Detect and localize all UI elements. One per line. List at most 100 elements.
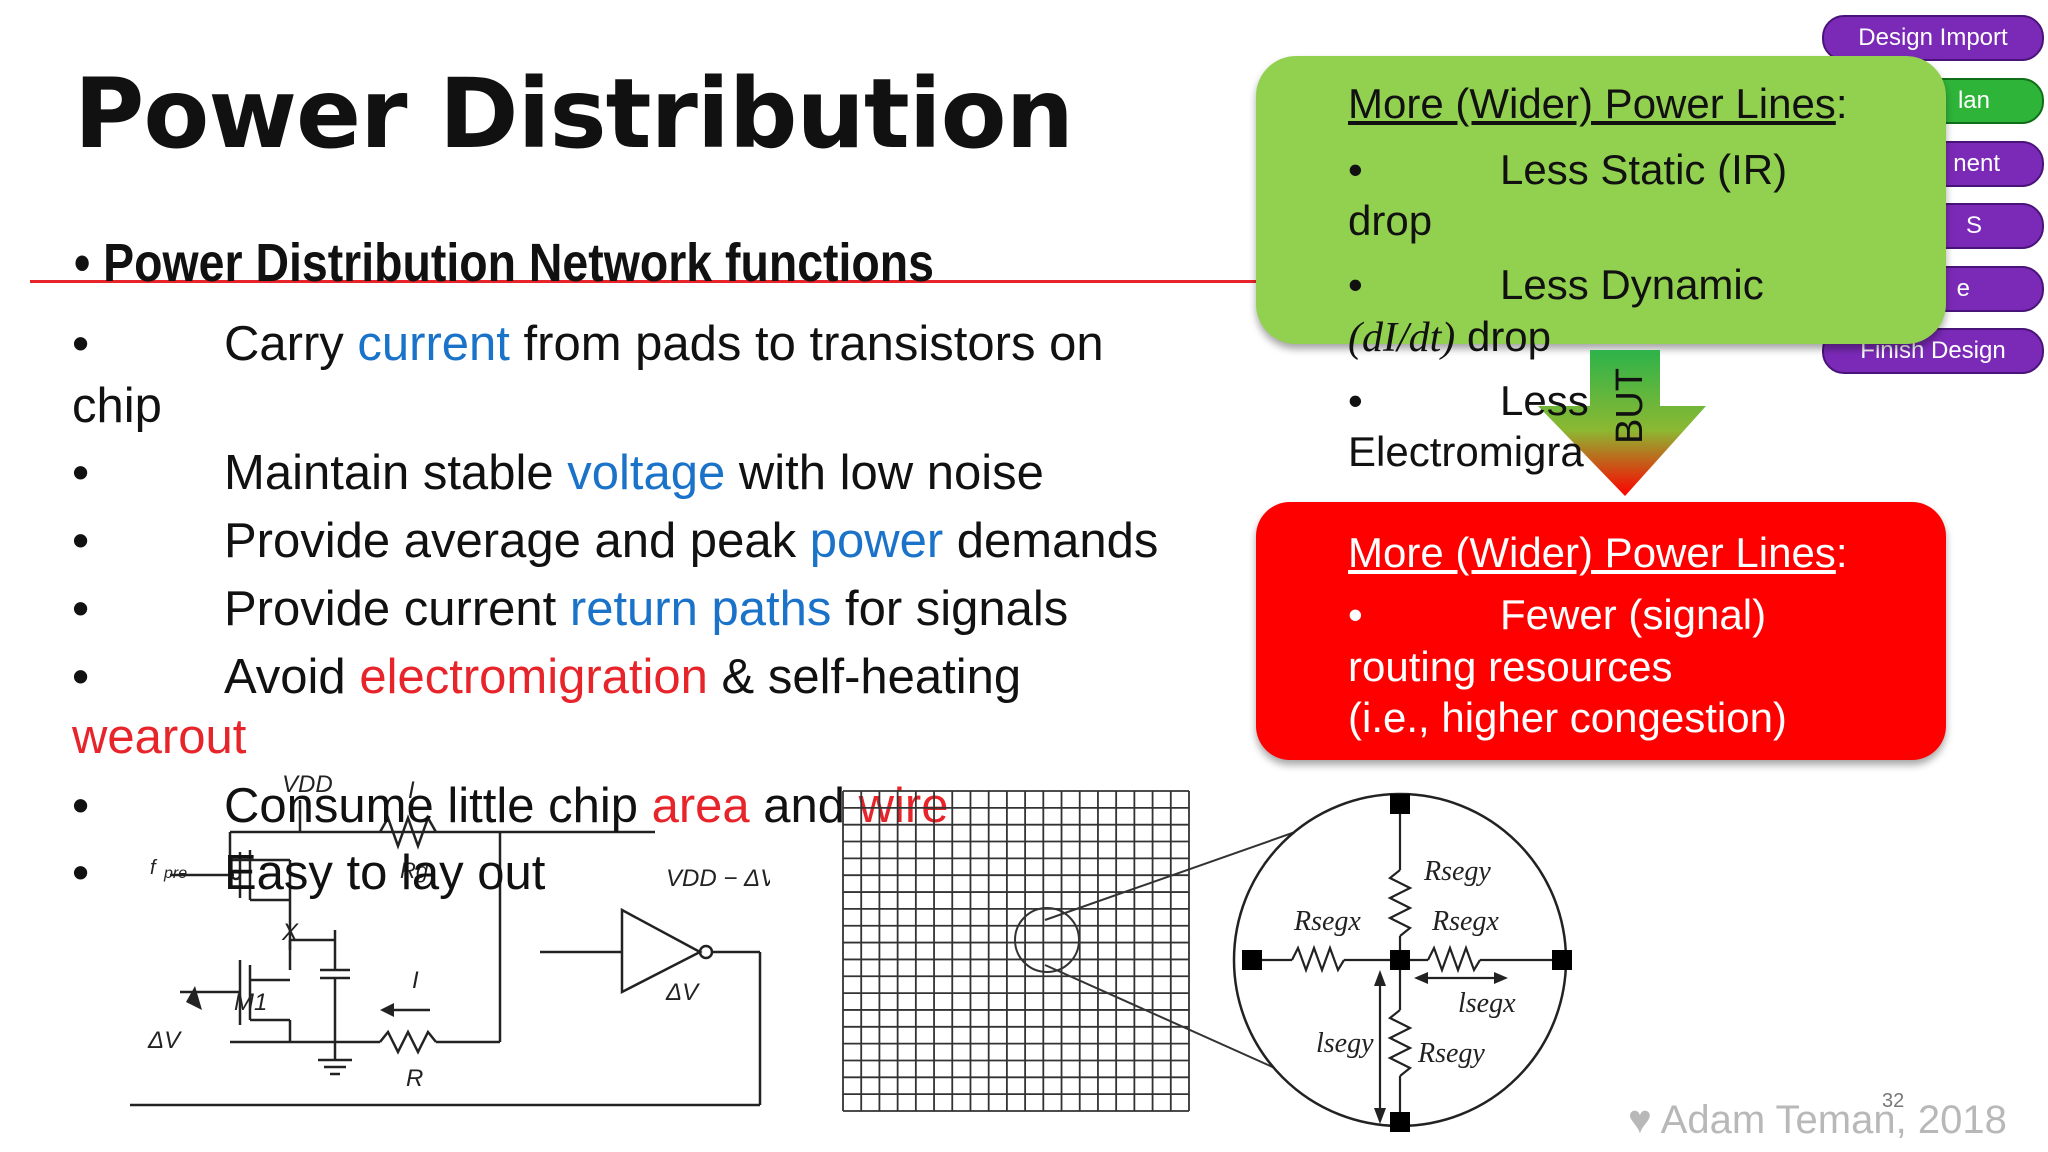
label-f: f xyxy=(150,857,158,879)
label-delta-v-left: ΔV xyxy=(147,1027,182,1054)
cons-item-text: Fewer (signal) xyxy=(1500,591,1767,638)
bullet-stable-voltage: • Maintain stable voltage with low noise xyxy=(72,443,1212,503)
cons-item-routing: • Fewer (signal) xyxy=(1348,589,1766,640)
label-vdd: VDD xyxy=(282,771,333,798)
bullet-text: and xyxy=(749,779,859,833)
bullet-dot: • xyxy=(72,650,90,704)
highlight-electromigration: electromigration xyxy=(359,650,708,704)
bullet-dot: • xyxy=(72,514,90,568)
pros-item-dynamic: • Less Dynamic xyxy=(1348,259,1764,310)
nav-label: e xyxy=(1956,275,1970,302)
arrow-icon xyxy=(1414,972,1428,984)
bullet-dot: • xyxy=(72,846,90,900)
pros-item-em: • Less xyxy=(1348,375,1589,426)
bullet-text: Consume little chip xyxy=(224,779,652,833)
pros-item-em-cont: Electromigra xyxy=(1348,428,1584,475)
footer-author: ♥ Adam Teman, 2018 xyxy=(1628,1098,2007,1142)
highlight-return-paths: return paths xyxy=(569,582,832,636)
zoom-region-circle xyxy=(1014,907,1080,973)
pros-item-static-cont: drop xyxy=(1348,197,1433,244)
highlight-area: area xyxy=(651,779,750,833)
bullet-text: from pads to transistors on xyxy=(509,317,1104,371)
label-i-top: I xyxy=(408,777,415,804)
circuit-schematic: VDD I Rg f pre X M1 ΔV I R VDD − ΔV ΔV xyxy=(130,771,770,1107)
bullet-text: & self-heating xyxy=(707,650,1022,704)
pros-item-text: drop xyxy=(1455,313,1552,360)
label-i-mid: I xyxy=(412,967,419,994)
svg-text:VDD: VDD xyxy=(282,771,333,798)
label-rsegx-right: Rsegx xyxy=(1431,906,1499,937)
highlight-current: current xyxy=(357,317,510,371)
bullet-text: Provide current xyxy=(224,582,570,636)
bullet-electromigration: • Avoid electromigration & self-heating xyxy=(72,647,1212,707)
bullet-text: Avoid xyxy=(224,650,360,704)
pros-box xyxy=(1256,56,1946,344)
label-m1: M1 xyxy=(234,989,267,1016)
title-divider xyxy=(30,280,1260,283)
pros-item-dynamic-cont: (dI/dt) drop xyxy=(1348,311,1551,364)
label-vdd-minus-delta-v: VDD − ΔV xyxy=(666,865,770,892)
bullet-dot: • xyxy=(72,446,90,500)
subheading-text: Power Distribution Network functions xyxy=(103,233,934,293)
highlight-voltage: voltage xyxy=(567,446,726,500)
bullet-dot: • xyxy=(72,779,90,833)
label-delta-v-right: ΔV xyxy=(665,979,700,1006)
label-rsegy-bottom: Rsegy xyxy=(1417,1038,1485,1069)
label-lsegx: lsegx xyxy=(1458,988,1516,1019)
label-rg: Rg xyxy=(400,858,429,883)
arrow-icon xyxy=(380,1003,394,1017)
pros-item-static: • Less Static (IR) xyxy=(1348,144,1787,195)
bullet-dot: • xyxy=(1348,591,1363,638)
bullet-continuation-chip: chip xyxy=(72,379,162,433)
subheading-bullet: • xyxy=(74,233,91,293)
bullet-text: Maintain stable xyxy=(224,446,568,500)
bullet-easy-layout: • Easy to lay out xyxy=(72,843,1212,903)
bullet-dot: • xyxy=(72,317,90,371)
bullet-carry-current: • Carry current from pads to transistors… xyxy=(72,314,1212,374)
pros-heading-text: More (Wider) Power Lines xyxy=(1348,80,1836,127)
bullet-text: for signals xyxy=(831,582,1069,636)
bullet-text: Provide average and peak xyxy=(224,514,810,568)
arrow-icon xyxy=(1494,972,1508,984)
bullet-dot: • xyxy=(1348,146,1363,193)
nav-label: nent xyxy=(1953,150,2000,177)
bullet-text: Carry xyxy=(224,317,358,371)
bullet-text: Easy to lay out xyxy=(224,846,546,900)
cons-heading-text: More (Wider) Power Lines xyxy=(1348,529,1836,576)
pros-item-text: Less Static (IR) xyxy=(1500,146,1788,193)
slide-title: Power Distribution xyxy=(74,58,1074,170)
pros-heading: More (Wider) Power Lines: xyxy=(1348,78,1847,129)
bullet-text: with low noise xyxy=(725,446,1044,500)
cons-heading-colon: : xyxy=(1835,529,1848,576)
label-r: R xyxy=(406,1065,423,1092)
via-node-bottom xyxy=(1390,1112,1410,1132)
label-rsegy-top: Rsegy xyxy=(1423,856,1491,887)
highlight-power: power xyxy=(809,514,944,568)
pros-item-text: Less Dynamic xyxy=(1500,261,1764,308)
cons-box xyxy=(1256,502,1946,760)
label-lsegy: lsegy xyxy=(1316,1028,1374,1059)
bullet-dot: • xyxy=(1348,261,1363,308)
page-number: 32 xyxy=(1882,1090,1905,1112)
cons-item-congestion: (i.e., higher congestion) xyxy=(1348,694,1787,741)
cons-item-routing-cont: routing resources xyxy=(1348,643,1673,690)
label-pre: pre xyxy=(163,865,187,882)
bullet-power-demands: • Provide average and peak power demands xyxy=(72,511,1212,571)
arrow-icon xyxy=(186,986,202,1010)
arrow-icon xyxy=(1374,970,1386,986)
nav-label: S xyxy=(1965,212,1982,239)
bullet-dot: • xyxy=(1348,377,1363,424)
didt-label: (dI/dt) xyxy=(1348,315,1456,361)
via-node-center xyxy=(1390,950,1410,970)
cons-heading: More (Wider) Power Lines: xyxy=(1348,527,1847,578)
power-grid-mesh xyxy=(842,790,1190,1112)
nav-label: lan xyxy=(1957,87,1990,114)
pros-item-text: Less xyxy=(1500,377,1589,424)
but-arrow: BUT xyxy=(1538,350,1706,496)
via-node-top xyxy=(1390,794,1410,814)
nav-design-import[interactable]: Design Import xyxy=(1822,15,2044,61)
bullet-dot: • xyxy=(72,582,90,636)
arrow-icon xyxy=(1374,1108,1386,1124)
subheading: • Power Distribution Network functions xyxy=(74,232,934,294)
label-x: X xyxy=(281,919,299,946)
